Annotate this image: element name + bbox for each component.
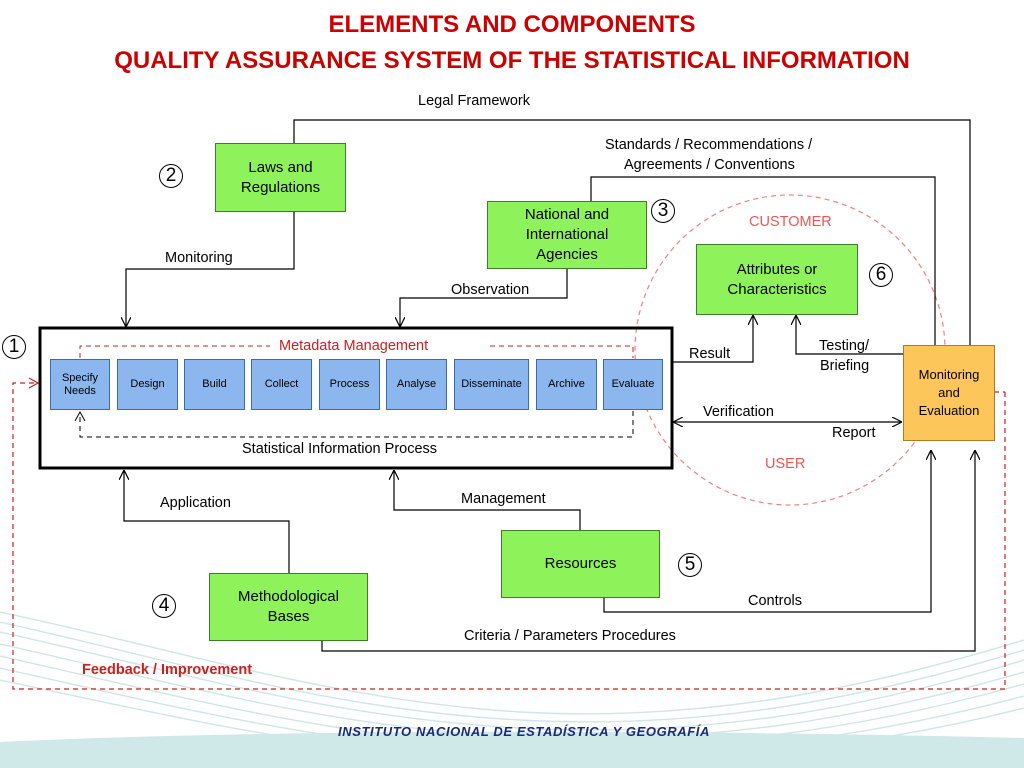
laws-label: Laws and Regulations (240, 158, 321, 196)
criteria-label: Criteria / Parameters Procedures (464, 628, 676, 644)
monitoring-arrow (126, 212, 295, 326)
laws-box: Laws and Regulations (215, 143, 346, 212)
report-label: Report (832, 425, 876, 441)
standards-label-1: Standards / Recommendations / (605, 137, 813, 153)
testing-label-1: Testing/ (819, 338, 869, 354)
resources-label: Resources (544, 555, 617, 572)
standards-label-2: Agreements / Conventions (624, 157, 795, 173)
agencies-label: National and International Agencies (524, 206, 610, 263)
customer-label: CUSTOMER (749, 214, 832, 230)
feedback-loop (12, 382, 1006, 690)
number-1-badge: 1 (2, 335, 26, 359)
observation-arrow (400, 269, 568, 326)
title-line-1: ELEMENTS AND COMPONENTS (328, 11, 696, 38)
process-frame (38, 326, 674, 470)
step-label: Process (329, 378, 370, 390)
process-loop-line (79, 411, 634, 438)
step-label: Disseminate (461, 378, 522, 390)
step-disseminate: Disseminate (454, 359, 529, 410)
step-process: Process (319, 359, 380, 410)
controls-arrow (603, 451, 931, 613)
user-label: USER (765, 456, 806, 472)
result-label: Result (689, 346, 731, 362)
step-archive: Archive (536, 359, 597, 410)
application-label: Application (160, 495, 231, 511)
controls-label: Controls (748, 593, 802, 609)
step-specify-needs: Specify Needs (50, 359, 110, 410)
methodological-box: Methodological Bases (209, 573, 368, 641)
monitoring-box: Monitoring and Evaluation (903, 345, 995, 441)
legal-framework-label: Legal Framework (418, 93, 531, 109)
number-5-badge: 5 (678, 553, 702, 577)
metadata-label: Metadata Management (279, 338, 429, 354)
metadata-line (79, 345, 634, 358)
monitoring-label: Monitoring (165, 250, 233, 266)
legal-framework-line (293, 119, 971, 345)
step-analyse: Analyse (386, 359, 447, 410)
step-design: Design (117, 359, 178, 410)
step-label: Archive (548, 378, 585, 390)
testing-arrow (796, 316, 903, 355)
result-arrow (673, 316, 753, 363)
step-label: Evaluate (611, 378, 655, 390)
monitoring-box-label: Monitoring and Evaluation (918, 367, 980, 418)
number-2-badge: 2 (159, 164, 183, 188)
standards-line (590, 176, 936, 345)
step-label: Analyse (396, 378, 437, 390)
title-line-2: QUALITY ASSURANCE SYSTEM OF THE STATISTI… (114, 47, 910, 74)
application-arrow (124, 471, 290, 573)
number-6-badge: 6 (869, 263, 893, 287)
verification-label: Verification (703, 404, 774, 420)
observation-label: Observation (451, 282, 530, 298)
step-label: Design (130, 378, 165, 390)
process-label: Statistical Information Process (242, 441, 438, 457)
criteria-arrow (321, 451, 975, 652)
footer-institution: INSTITUTO NACIONAL DE ESTADÍSTICA Y GEOG… (338, 724, 711, 739)
feedback-label: Feedback / Improvement (82, 662, 253, 678)
step-build: Build (184, 359, 245, 410)
step-label: Collect (264, 378, 299, 390)
step-label: Specify Needs (61, 371, 99, 397)
agencies-box: National and International Agencies (487, 201, 647, 269)
methodological-label: Methodological Bases (238, 588, 339, 625)
management-arrow (394, 471, 581, 530)
step-label: Build (202, 378, 227, 390)
step-evaluate: Evaluate (603, 359, 663, 410)
attributes-box: Attributes or Characteristics (696, 244, 858, 315)
attributes-label: Attributes or Characteristics (727, 260, 827, 298)
number-3-badge: 3 (651, 199, 675, 223)
resources-box: Resources (501, 530, 660, 598)
management-label: Management (461, 491, 546, 507)
number-4-badge: 4 (152, 594, 176, 618)
testing-label-2: Briefing (820, 358, 870, 374)
step-collect: Collect (251, 359, 312, 410)
